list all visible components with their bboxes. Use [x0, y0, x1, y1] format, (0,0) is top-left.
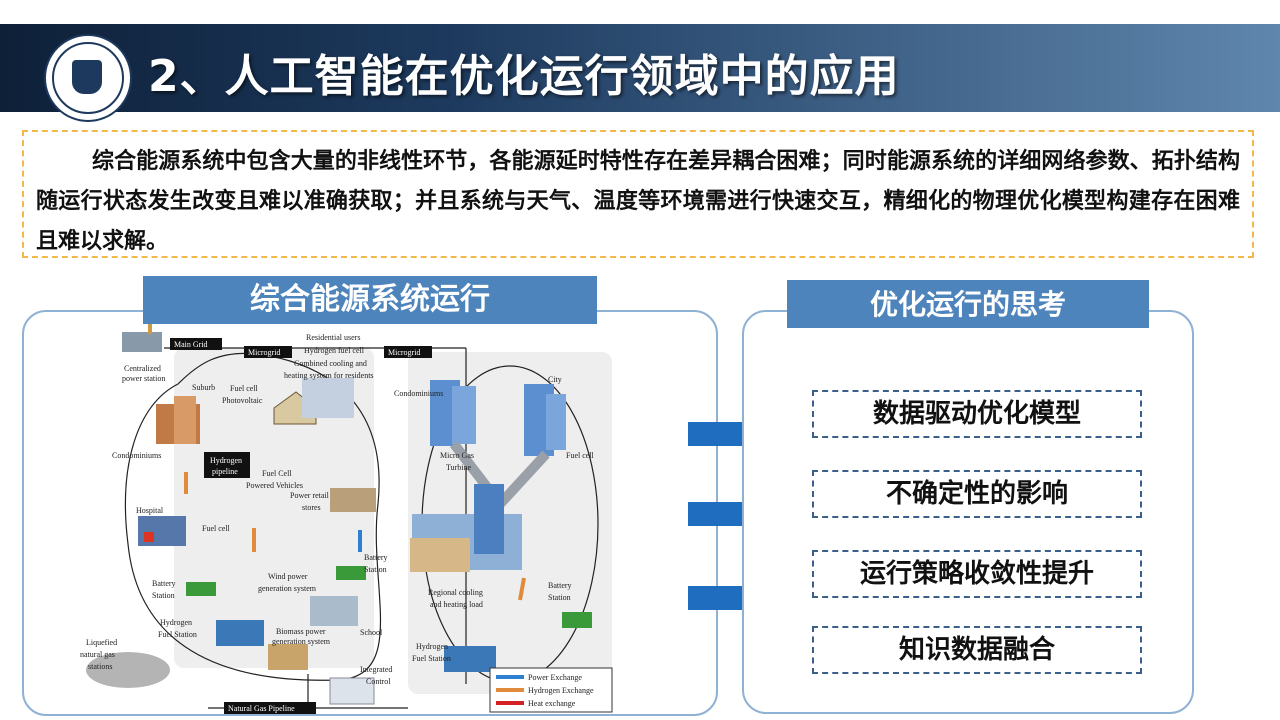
label-wind-1: Wind power	[268, 572, 308, 581]
label-battery-station-3a: Battery	[548, 581, 572, 590]
label-regional-2: and heating load	[430, 600, 483, 609]
condo-left-icon-2	[174, 396, 196, 444]
microgrid-tag-1	[244, 346, 292, 358]
label-fcv-2: Powered Vehicles	[246, 481, 303, 490]
label-micro-gas-2: Turbine	[446, 463, 471, 472]
label-power-station: power station	[122, 374, 165, 383]
fuel-station-left-icon	[216, 620, 264, 646]
logo-emblem	[72, 60, 102, 94]
residential-building-icon	[302, 378, 354, 418]
natural-gas-pipeline-tag	[224, 702, 316, 714]
power-station-icon	[122, 332, 162, 352]
microgrid-label-2: Microgrid	[388, 348, 420, 357]
label-suburb: Suburb	[192, 383, 215, 392]
right-panel-title: 优化运行的思考	[787, 280, 1149, 328]
control-center-icon	[329, 677, 375, 705]
battery-right-icon	[562, 612, 592, 628]
label-fcv-1: Fuel Cell	[262, 469, 292, 478]
label-power-retail-1: Power retail	[290, 491, 330, 500]
label-battery-station-1a: Battery	[152, 579, 176, 588]
label-hydrogen-fuel-cell: Hydrogen fuel cell	[304, 346, 365, 355]
label-liquefied-1: Liquefied	[86, 638, 117, 647]
university-logo	[44, 34, 132, 122]
title-bar	[0, 24, 1280, 112]
label-liquefied-3: stations	[88, 662, 112, 671]
label-fuel-cell-pv-2: Photovoltaic	[222, 396, 263, 405]
label-fuel-cell-left: Fuel cell	[202, 524, 231, 533]
label-biomass-2: generation system	[272, 637, 331, 646]
fuel-station-right-icon	[444, 646, 496, 672]
label-hydrogen-pipeline-2: pipeline	[212, 467, 238, 476]
biomass-icon	[268, 644, 308, 670]
right-panel	[742, 310, 1194, 714]
label-centralized: Centralized	[124, 364, 161, 373]
label-micro-gas-1: Micro Gas	[440, 451, 474, 460]
microgrid-label-1: Microgrid	[248, 348, 280, 357]
label-regional-1: Regional cooling	[428, 588, 483, 597]
main-grid-label: Main Grid	[174, 340, 208, 349]
legend-power-label: Power Exchange	[528, 673, 582, 682]
regional-houses-icon	[410, 538, 470, 572]
hospital-cross	[144, 532, 154, 542]
school-icon	[310, 596, 358, 626]
idea-convergence: 运行策略收敛性提升	[812, 550, 1142, 598]
label-combined-cooling: Combined cooling and	[294, 359, 367, 368]
label-integrated-1: Integrated	[360, 665, 392, 674]
label-liquefied-2: natural gas	[80, 650, 115, 659]
legend-hydrogen-label: Hydrogen Exchange	[528, 686, 594, 695]
label-power-retail-2: stores	[302, 503, 321, 512]
intro-paragraph: 综合能源系统中包含大量的非线性环节，各能源延时特性存在差异耦合困难；同时能源系统…	[22, 130, 1254, 258]
condo-right-icon-2	[452, 386, 476, 444]
logo-ring	[52, 42, 124, 114]
label-heating-system: heating system for residents	[284, 371, 374, 380]
label-battery-station-3b: Station	[548, 593, 571, 602]
retail-store-icon	[330, 488, 376, 512]
label-hydrogen-station-2a: Hydrogen	[416, 642, 448, 651]
lng-station-icon	[86, 652, 170, 688]
left-panel-title: 综合能源系统运行	[143, 276, 597, 324]
battery-left-icon	[186, 582, 216, 596]
label-condominiums-left: Condominiums	[112, 451, 161, 460]
label-hospital: Hospital	[136, 506, 164, 515]
label-fuel-cell-pv-1: Fuel cell	[230, 384, 259, 393]
label-integrated-2: Control	[366, 677, 391, 686]
label-wind-2: generation system	[258, 584, 317, 593]
label-residential: Residential users	[306, 333, 360, 342]
label-battery-station-2b: Station	[364, 565, 387, 574]
main-grid-tag	[170, 338, 222, 350]
city-icon-2	[546, 394, 566, 450]
label-school: School	[360, 628, 383, 637]
label-hydrogen-station-2b: Fuel Station	[412, 654, 451, 663]
label-battery-station-1b: Station	[152, 591, 175, 600]
legend-heat-label: Heat exchange	[528, 699, 576, 708]
hydrogen-pipeline-tag	[204, 452, 250, 478]
microgrid-tag-2	[384, 346, 432, 358]
label-biomass-1: Biomass power	[276, 627, 326, 636]
label-condominiums-right: Condominiums	[394, 389, 443, 398]
zone-left	[174, 348, 374, 668]
power-station-chimney	[148, 324, 152, 334]
label-hydrogen-pipeline-1: Hydrogen	[210, 456, 242, 465]
label-battery-station-2a: Battery	[364, 553, 388, 562]
idea-knowledge-fusion: 知识数据融合	[812, 626, 1142, 674]
label-natural-gas-pipeline: Natural Gas Pipeline	[228, 704, 295, 713]
idea-uncertainty: 不确定性的影响	[812, 470, 1142, 518]
hydrogen-arrow-3	[518, 577, 526, 601]
label-city: City	[548, 375, 562, 384]
ies-diagram: Main Grid Microgrid Microgrid Centralize…	[80, 324, 613, 714]
regional-tower-icon	[474, 484, 504, 554]
label-hydrogen-station-1a: Hydrogen	[160, 618, 192, 627]
label-fuel-cell-right: Fuel cell	[566, 451, 595, 460]
battery-mid-icon	[336, 566, 366, 580]
label-hydrogen-station-1b: Fuel Station	[158, 630, 197, 639]
idea-data-driven: 数据驱动优化模型	[812, 390, 1142, 438]
page-title: 2、人工智能在优化运行领域中的应用	[148, 51, 900, 102]
